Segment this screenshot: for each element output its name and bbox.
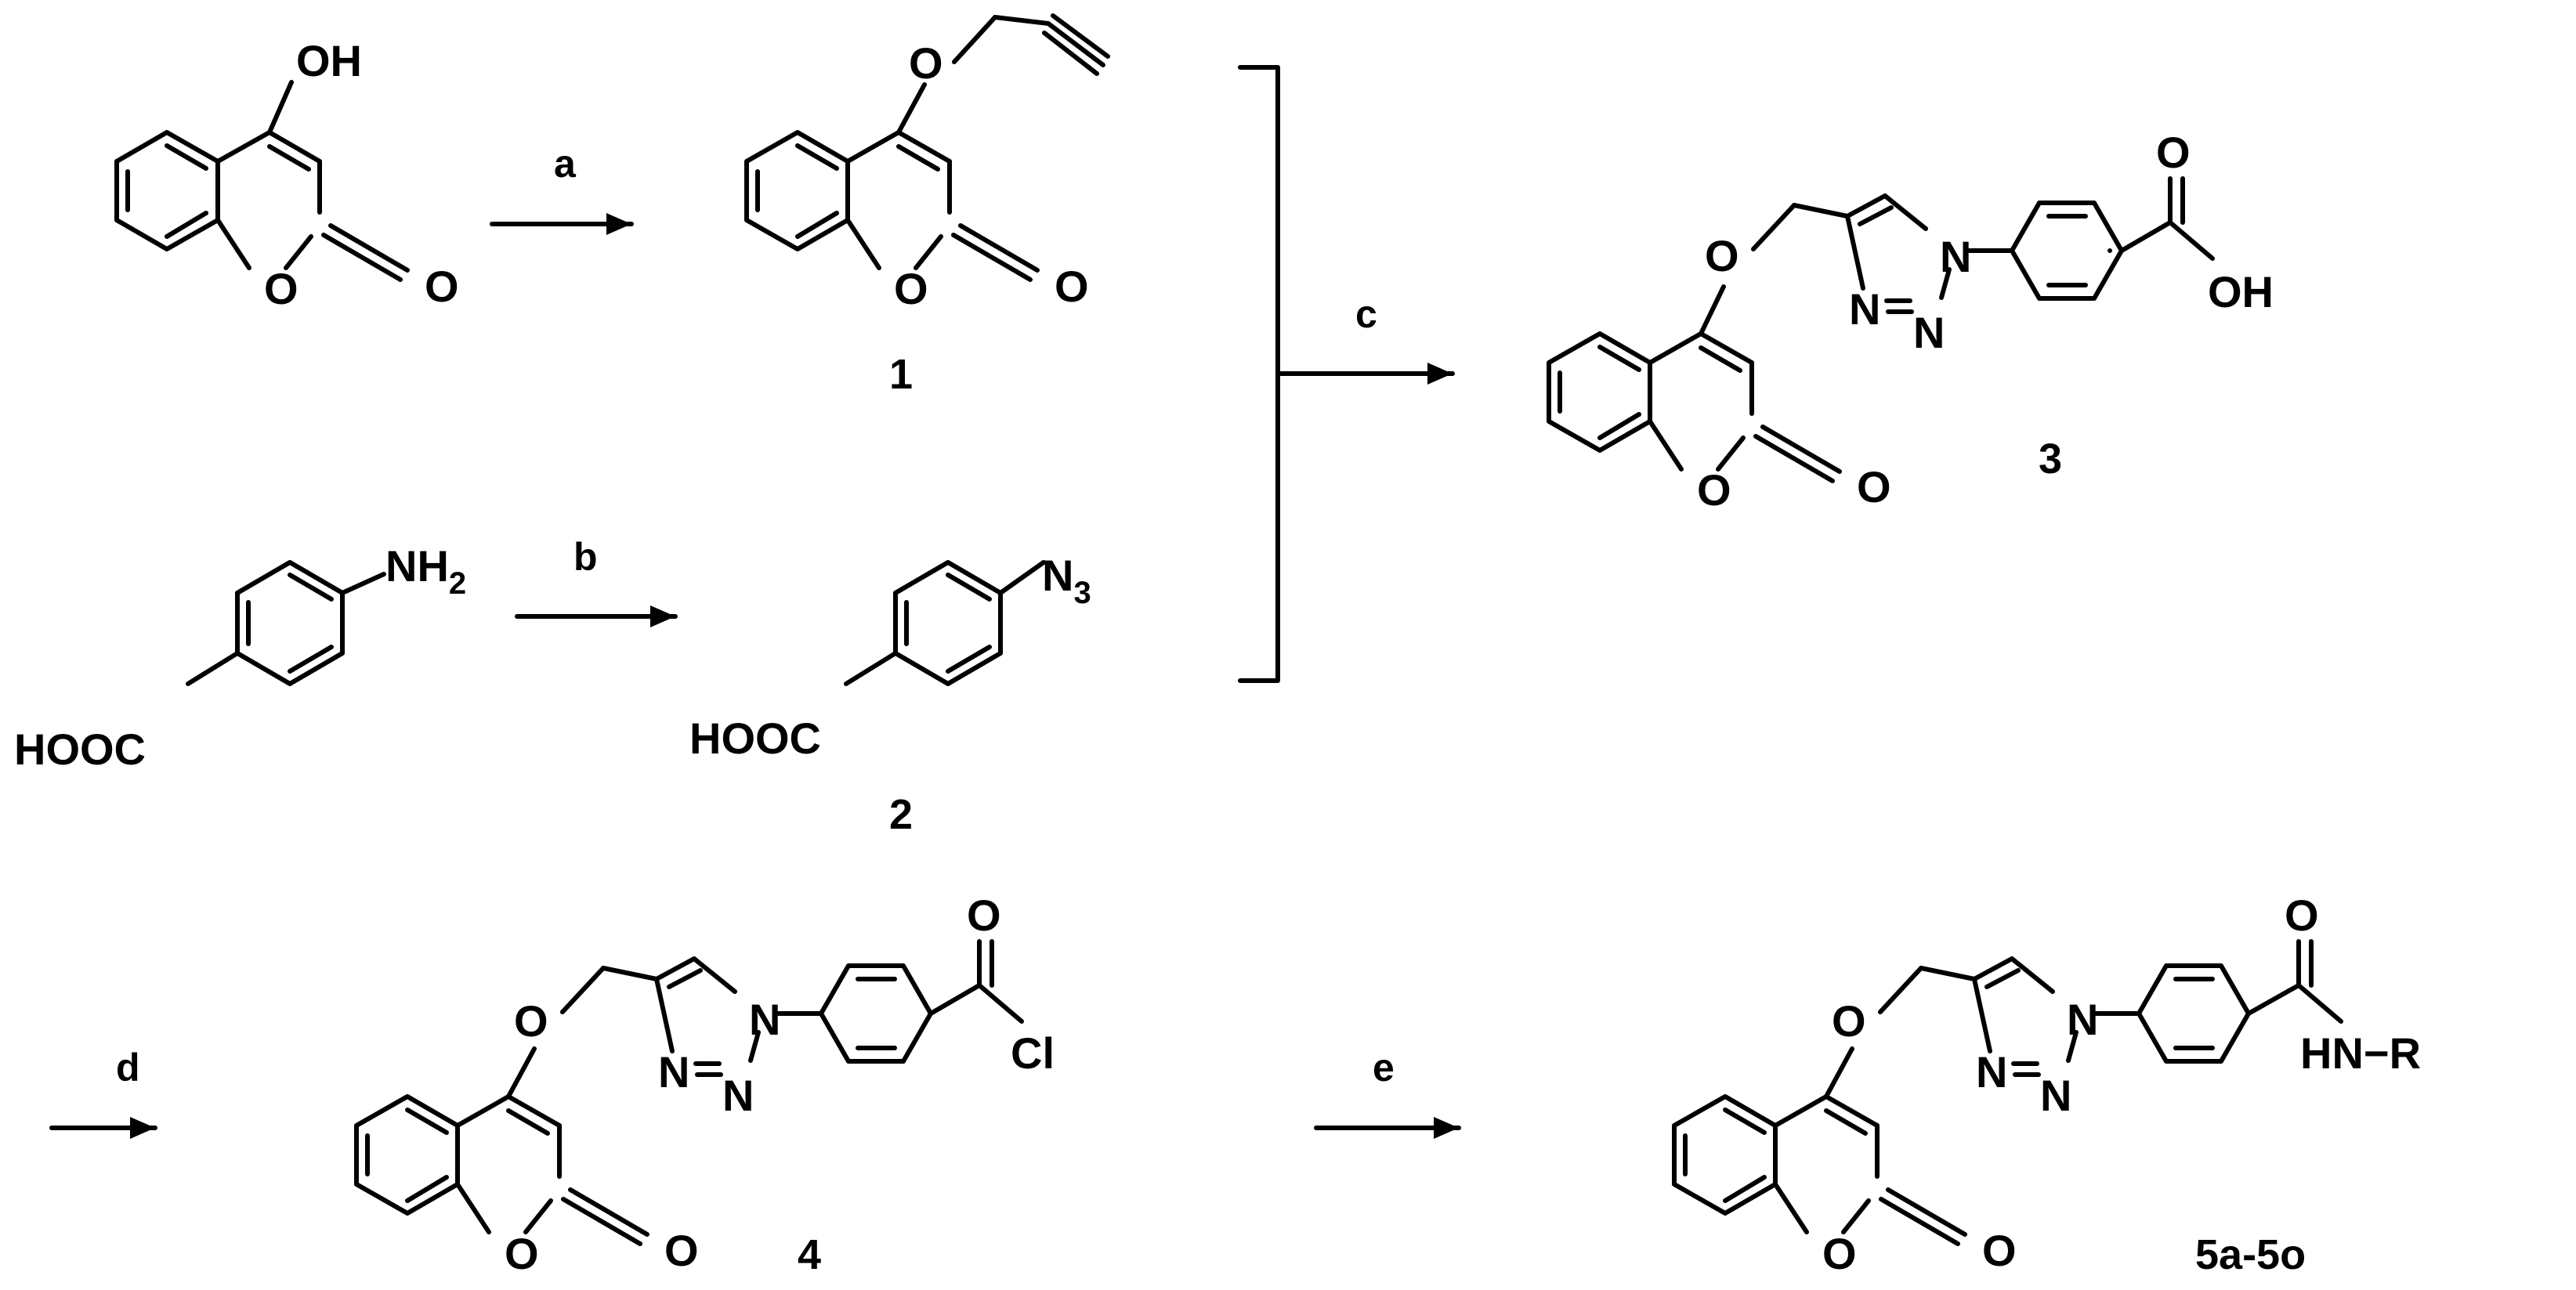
aminobenzoic-acid-structure xyxy=(186,560,386,686)
condition-b: b xyxy=(573,535,598,579)
carbonyl-oxygen-label: O xyxy=(1857,462,1891,511)
azide-label: N3 xyxy=(1042,551,1091,610)
triazole-n2-label: N xyxy=(1913,308,1945,357)
hydroxycoumarin-structure xyxy=(114,80,410,282)
triazole-n3-label: N xyxy=(1976,1047,2007,1097)
triazole-n2-label: N xyxy=(2040,1071,2071,1120)
amine-label: NH2 xyxy=(385,541,466,601)
triazole-n2-label: N xyxy=(722,1071,754,1120)
carbonyl-oxygen-label: O xyxy=(664,1226,699,1275)
condition-e: e xyxy=(1373,1046,1395,1089)
condition-d: d xyxy=(116,1046,140,1089)
acid-carbonyl-oxygen-label: O xyxy=(2156,128,2191,177)
compound-4-structure xyxy=(354,939,1024,1246)
ring-oxygen-label: O xyxy=(264,264,298,313)
ring-oxygen-label: O xyxy=(1697,465,1731,515)
hydroxyl-label: OH xyxy=(2208,267,2274,316)
compound-label-5: 5a-5o xyxy=(2195,1231,2306,1278)
triazole-n1-label: N xyxy=(749,995,780,1044)
ether-oxygen-label: O xyxy=(1832,996,1866,1046)
compound-5-structure xyxy=(1672,939,2343,1246)
triazole-n1-label: N xyxy=(2067,995,2098,1044)
ring-oxygen-label: O xyxy=(1822,1229,1857,1278)
chloride-label: Cl xyxy=(1011,1028,1055,1078)
condition-a: a xyxy=(554,142,577,186)
carbonyl-oxygen-label: O xyxy=(1055,262,1089,311)
reaction-bracket xyxy=(1238,65,1280,683)
amide-oxygen-label: O xyxy=(2285,891,2319,940)
carbonyl-oxygen-label: O xyxy=(1982,1226,2017,1275)
acyl-oxygen-label: O xyxy=(967,891,1001,940)
hydroxyl-label: OH xyxy=(296,36,362,85)
compound-3-structure xyxy=(1547,176,2215,483)
compound-label-2: 2 xyxy=(889,791,913,838)
compound-2-structure xyxy=(844,560,1046,686)
ring-oxygen-label: O xyxy=(505,1229,539,1278)
compound-label-1: 1 xyxy=(889,351,913,398)
triazole-n3-label: N xyxy=(1849,284,1880,334)
ring-oxygen-label: O xyxy=(894,264,928,313)
condition-c: c xyxy=(1355,292,1377,336)
compound-label-3: 3 xyxy=(2039,435,2062,482)
ether-oxygen-label: O xyxy=(514,996,548,1046)
amide-nhr-label: HN−R xyxy=(2300,1028,2421,1078)
carbonyl-oxygen-label: O xyxy=(425,262,459,311)
ether-oxygen-label: O xyxy=(909,38,943,88)
triazole-n3-label: N xyxy=(658,1047,689,1097)
compound-1-structure xyxy=(744,13,1110,282)
triazole-n1-label: N xyxy=(1940,232,1971,281)
ether-oxygen-label: O xyxy=(1705,231,1739,280)
carboxylic-acid-label: HOOC xyxy=(689,714,821,763)
carboxylic-acid-label: HOOC xyxy=(14,724,146,774)
compound-label-4: 4 xyxy=(798,1231,821,1278)
